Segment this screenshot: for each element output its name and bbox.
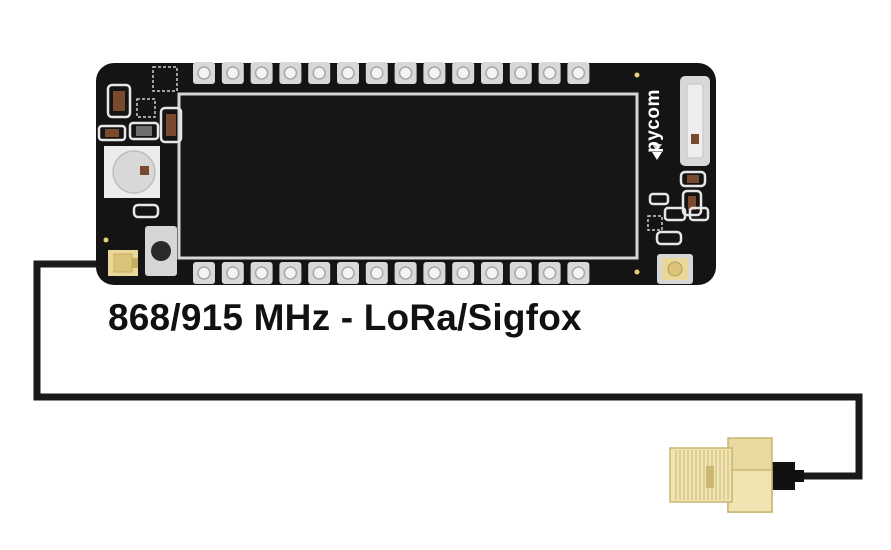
header-bottom-pin: [452, 262, 475, 284]
sma-connector: [669, 437, 804, 513]
smd-right-d: [655, 230, 683, 246]
header-top-pin: [423, 62, 446, 84]
pycom-logo-text: pycom: [643, 89, 664, 153]
frequency-caption: 868/915 MHz - LoRa/Sigfox: [108, 297, 582, 338]
pin-header-bottom: [193, 262, 590, 284]
capacitor-right-2: [681, 189, 703, 217]
smd-right-c: [688, 206, 710, 222]
dashed-chip-right: [647, 215, 663, 231]
capacitor-right-1: [679, 170, 707, 188]
dashed-chip-small: [136, 98, 156, 118]
reset-button: [145, 226, 177, 276]
header-bottom-pin: [337, 262, 359, 284]
header-bottom-pin: [365, 262, 388, 284]
header-top-pin: [538, 62, 561, 84]
smd-small-left: [132, 203, 160, 219]
smd-right-a: [648, 192, 670, 206]
smd-right-b: [663, 206, 687, 222]
header-top-pin: [250, 62, 273, 84]
header-top-pin: [481, 62, 503, 84]
resistor-left-2: [128, 121, 160, 141]
header-top-pin: [279, 62, 302, 84]
header-bottom-pin: [423, 262, 446, 284]
header-bottom-pin: [394, 262, 417, 284]
module-screen: [177, 92, 639, 260]
header-top-pin: [567, 62, 590, 84]
header-top-pin: [193, 62, 215, 84]
header-bottom-pin: [250, 262, 273, 284]
pycom-logo: pycom: [634, 78, 674, 164]
header-bottom-pin: [481, 262, 503, 284]
crystal-oscillator: [680, 76, 710, 166]
antenna-cable: [33, 260, 863, 480]
header-bottom-pin: [308, 262, 331, 284]
ufl-connector: [657, 254, 693, 284]
header-top-pin: [221, 62, 244, 84]
capacitor-left-2: [159, 106, 183, 144]
header-top-pin: [308, 62, 331, 84]
dot-marker-right-top: [634, 72, 640, 78]
capacitor-left-vertical: [106, 83, 132, 119]
header-bottom-pin: [567, 262, 590, 284]
dot-marker-right-bottom: [634, 269, 640, 275]
antenna-connector: [108, 250, 138, 276]
header-bottom-pin: [279, 262, 302, 284]
resistor-left-1: [97, 124, 127, 142]
header-top-pin: [394, 62, 417, 84]
dashed-chip: [152, 66, 178, 92]
pin-header-top: [193, 62, 590, 84]
header-bottom-pin: [538, 262, 561, 284]
pycom-logo-icon: [652, 144, 662, 160]
header-top-pin: [365, 62, 388, 84]
rgb-led: [104, 146, 160, 198]
header-top-pin: [452, 62, 475, 84]
header-top-pin: [509, 62, 532, 84]
dot-marker-left: [103, 237, 109, 243]
header-bottom-pin: [193, 262, 215, 284]
header-top-pin: [337, 62, 359, 84]
header-bottom-pin: [509, 262, 532, 284]
header-bottom-pin: [221, 262, 244, 284]
